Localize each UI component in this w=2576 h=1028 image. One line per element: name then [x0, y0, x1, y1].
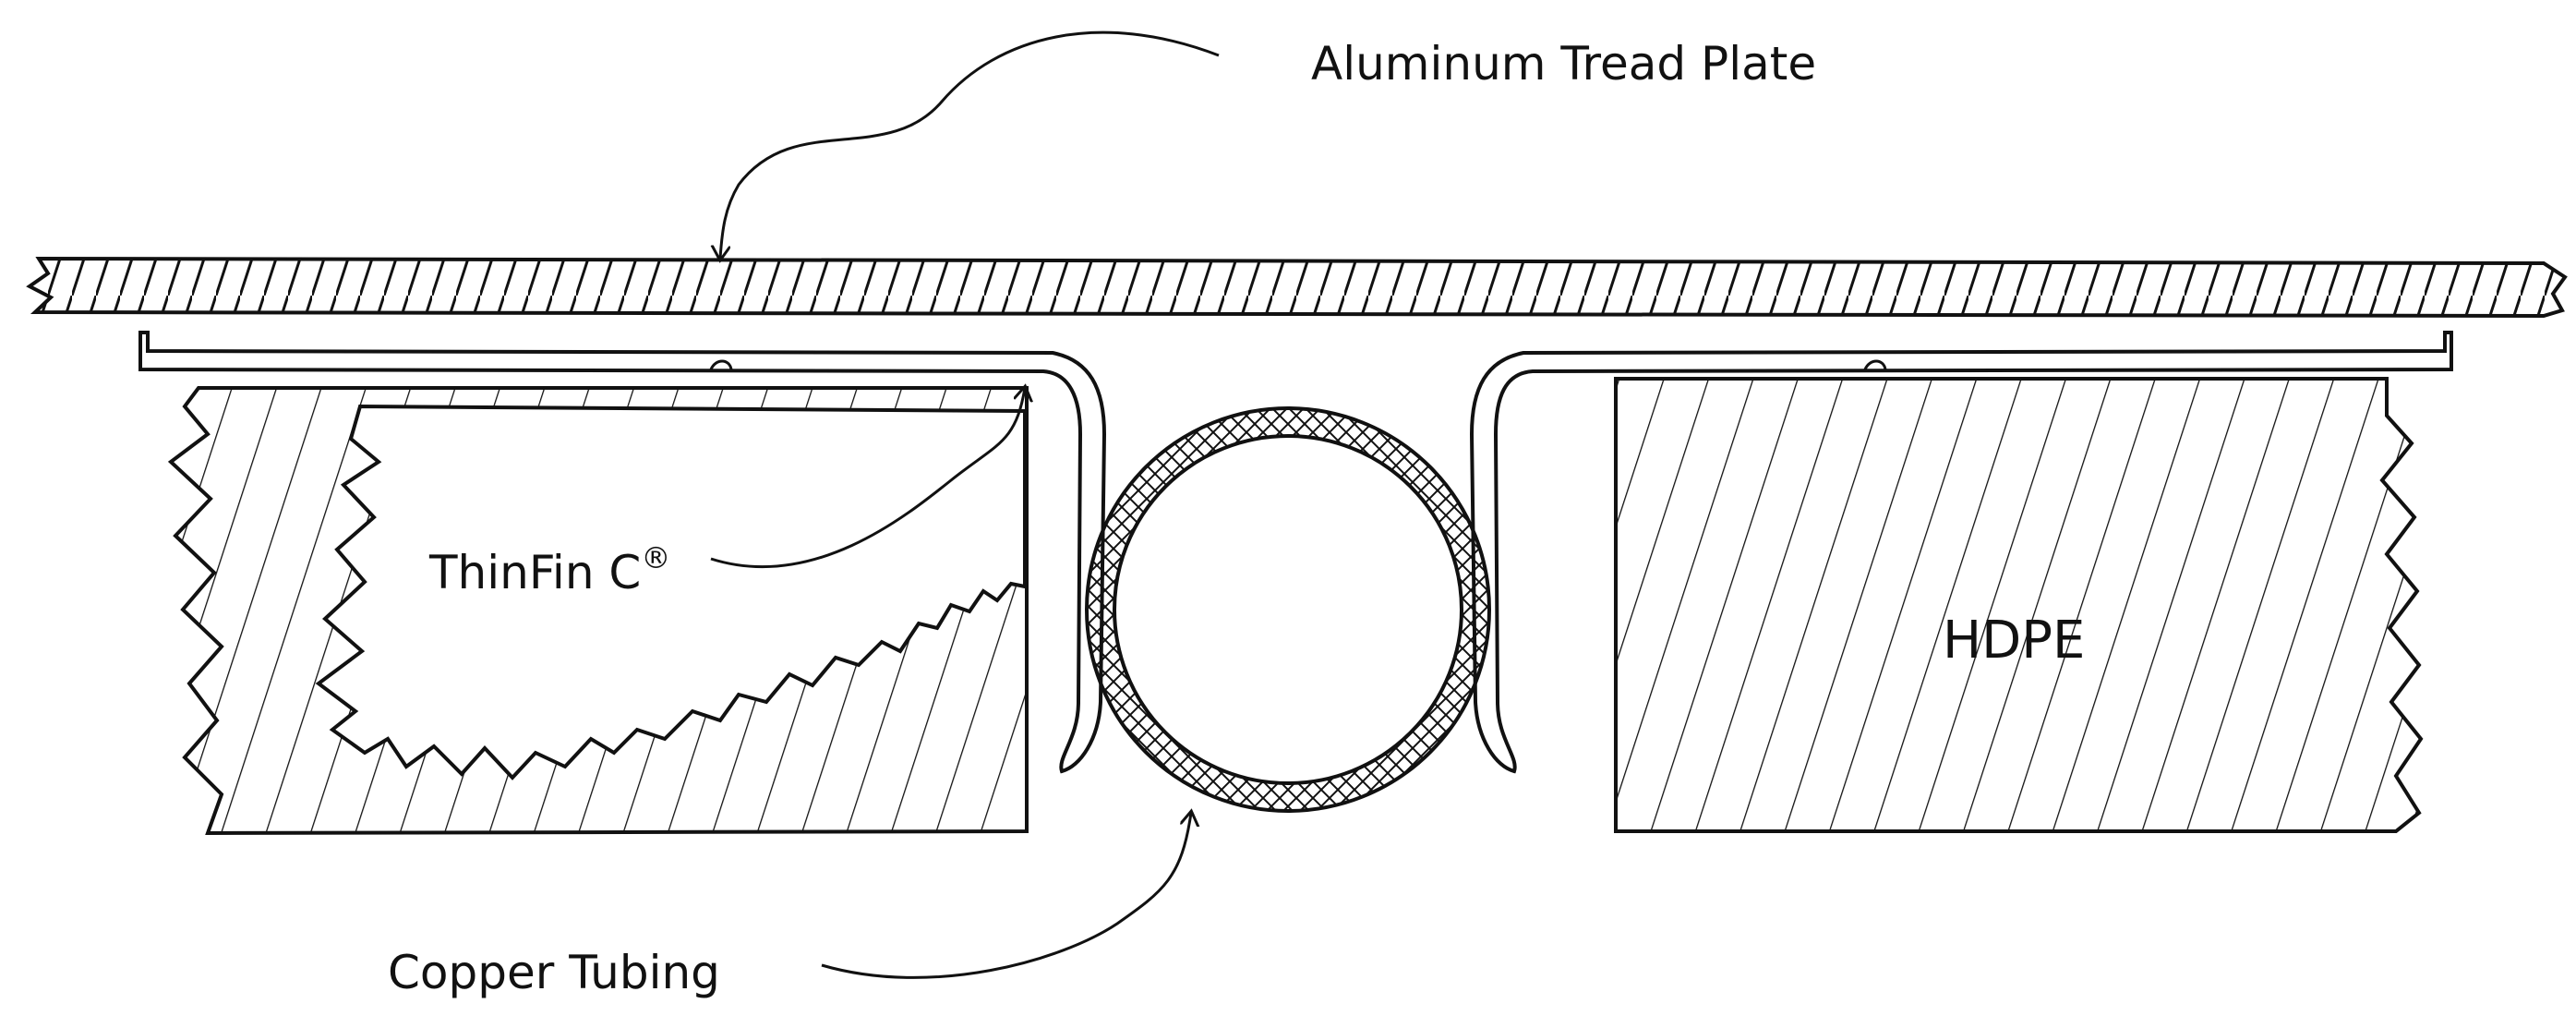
fin-bump-right: [1863, 359, 1887, 370]
hdpe-block-right: [1614, 377, 2424, 833]
arrow-thinfin: [710, 388, 1025, 569]
label-thinfin: ThinFin C®: [429, 543, 670, 596]
label-aluminum-tread-plate: Aluminum Tread Plate: [1311, 37, 1817, 91]
aluminum-tread-plate: [26, 256, 2568, 319]
fin-flange-right: [1469, 331, 2453, 774]
registered-mark: ®: [641, 540, 671, 575]
fin-flange-left: [138, 331, 1107, 774]
arrow-copper-tubing: [821, 813, 1191, 979]
label-hdpe: HDPE: [1943, 611, 2086, 671]
hdpe-block-left: [167, 386, 1029, 836]
copper-tubing-bore: [1113, 434, 1463, 785]
arrow-tread-plate: [720, 30, 1220, 259]
label-thinfin-name: ThinFin C: [429, 546, 642, 599]
fin-bump-left: [709, 359, 733, 370]
label-copper-tubing: Copper Tubing: [388, 946, 720, 999]
